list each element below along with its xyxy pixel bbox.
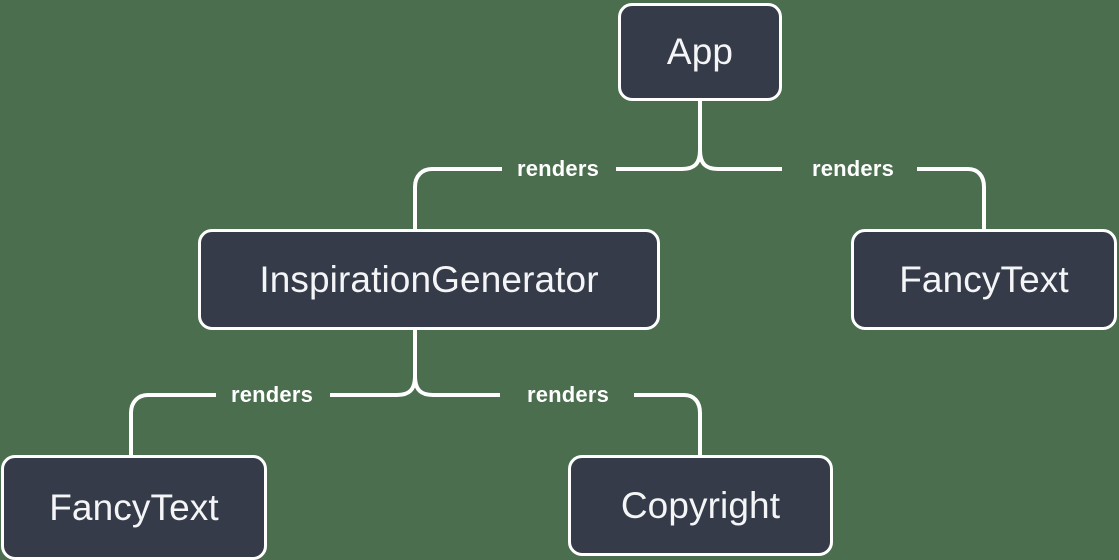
edge-inspirationgenerator-to-copyright xyxy=(634,393,702,455)
node-copyright[interactable]: Copyright xyxy=(568,455,833,556)
edge-inspirationgenerator-split-left xyxy=(330,375,417,397)
edge-app-split-right xyxy=(698,149,782,171)
edge-inspirationgenerator-split-right xyxy=(413,375,500,397)
node-inspiration-generator[interactable]: InspirationGenerator xyxy=(198,229,660,330)
edge-label-app-to-inspirationgenerator: renders xyxy=(507,158,609,180)
edge-inspirationgenerator-to-fancytext-bottom xyxy=(129,393,216,455)
edge-app-to-fancytext-right xyxy=(917,167,986,229)
node-copyright-label: Copyright xyxy=(620,484,781,526)
edge-label-inspirationgenerator-to-fancytext-bottom: renders xyxy=(221,384,323,406)
node-inspiration-generator-label: InspirationGenerator xyxy=(259,258,599,300)
node-fancytext-bottom-label: FancyText xyxy=(49,486,219,528)
edge-app-split-left xyxy=(616,149,702,171)
node-fancytext-bottom[interactable]: FancyText xyxy=(1,455,267,560)
node-fancytext-right-label: FancyText xyxy=(899,258,1069,300)
node-fancytext-right[interactable]: FancyText xyxy=(851,229,1117,330)
edge-app-to-inspirationgenerator xyxy=(413,167,502,229)
edge-label-app-to-fancytext-right: renders xyxy=(802,158,904,180)
node-app-label: App xyxy=(666,31,734,72)
node-app[interactable]: App xyxy=(618,3,782,101)
edge-label-inspirationgenerator-to-copyright: renders xyxy=(517,384,619,406)
